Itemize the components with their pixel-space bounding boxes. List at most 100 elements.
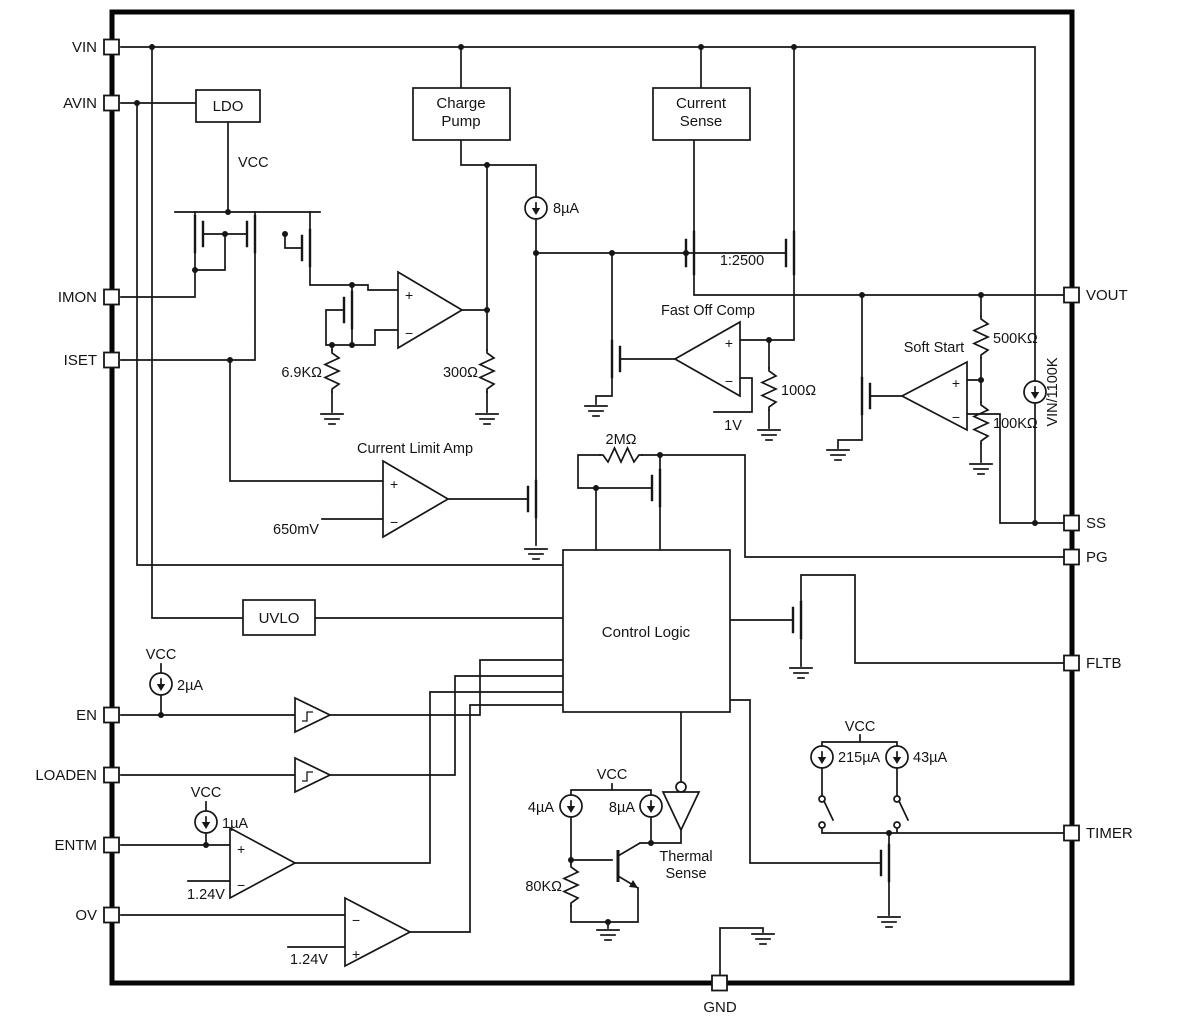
pins-right: VOUT SS PG FLTB TIMER [1063,286,1133,842]
resistor-500k-label: 500KΩ [993,331,1038,347]
entm-current-label: 1µA [222,816,248,832]
pin-label-ov: OV [75,907,97,924]
control-logic-block: Control Logic [562,549,731,713]
timer-current-b-label: 43µA [913,750,947,766]
chip-outline [109,9,1075,986]
current-source-en-2ua [149,672,173,696]
ilim-ref-label: 650mV [273,522,319,538]
soft-start-minus: − [952,409,960,425]
pin-avin [103,94,120,112]
soft-start-label: Soft Start [904,340,964,356]
value-labels: VCC 8µA 1:2500 6.9KΩ 300Ω 100Ω 2MΩ 500KΩ… [146,155,1061,968]
pin-label-iset: ISET [64,352,97,369]
ss-current-label: VIN/1100K [1045,357,1061,426]
pin-label-imon: IMON [58,289,97,306]
wires-gate-drive-pass-fets [321,46,1065,558]
resistor-300 [479,349,495,393]
current-limit-amp: + − [382,459,450,539]
pin-en [103,706,120,724]
current-source-timer-215ua [810,745,834,769]
ov-ref-label: 1.24V [290,952,328,968]
current-limit-plus: + [390,476,398,492]
wires-power [120,46,1036,619]
current-sense-block: Current Sense [652,87,751,141]
mosfet-symbols [193,214,891,883]
resistor-6p9k [324,349,340,393]
pins-left: VIN AVIN IMON ISET EN LOADEN ENTM OV [35,38,120,924]
resistor-2m-label: 2MΩ [606,432,637,448]
pin-timer [1063,824,1080,842]
pin-loaden [103,766,120,784]
pin-entm [103,836,120,854]
ov-comparator: − + [344,896,412,968]
junction-dots [134,44,1038,925]
resistor-6p9k-label: 6.9KΩ [281,365,322,381]
imon-amp-plus: + [405,287,413,303]
fast-off-comp: + − [673,320,741,398]
charge-pump-label-1: Charge [436,95,485,112]
wires-output-side [729,294,1065,667]
pin-vin [103,38,120,56]
thermal-current-b-label: 8µA [609,800,635,816]
entm-minus: − [237,877,245,893]
pin-label-loaden: LOADEN [35,767,97,784]
loaden-schmitt-trigger [294,756,332,794]
entm-ref-label: 1.24V [187,887,225,903]
pin-vout [1063,286,1080,304]
fast-off-ref-label: 1V [724,418,742,434]
pin-label-vin: VIN [72,39,97,56]
current-source-thermal-4ua [559,794,583,818]
fast-off-comp-label: Fast Off Comp [661,303,755,319]
pin-label-ss: SS [1086,515,1106,532]
current-sense-label-1: Current [676,95,727,112]
imon-amp-minus: − [405,325,413,341]
charge-pump-label-2: Pump [441,113,480,130]
pin-fltb [1063,654,1080,672]
pin-label-en: EN [76,707,97,724]
current-source-thermal-8ua [639,794,663,818]
ldo-label: LDO [213,98,244,115]
pin-label-entm: ENTM [55,837,98,854]
ldo-block: LDO [195,89,261,123]
timer-switch-43ua [893,795,910,829]
resistor-500k [973,315,989,359]
resistor-100-label: 100Ω [781,383,816,399]
pin-label-gnd: GND [703,999,737,1016]
gate-current-label: 8µA [553,201,579,217]
uvlo-label: UVLO [259,610,300,627]
timer-current-a-label: 215µA [838,750,881,766]
resistor-100k [973,401,989,445]
bjt-emitter-arrow [629,880,638,888]
resistor-300-label: 300Ω [443,365,478,381]
pin-iset [103,351,120,369]
wires-enable-comparators [120,659,564,948]
timer-switch-215ua [818,795,835,829]
imon-amp: + − [397,270,464,350]
amp-labels: Current Limit Amp Fast Off Comp Soft Sta… [357,303,964,882]
thermal-bjt [616,850,638,888]
pin-pg [1063,548,1080,566]
pin-ss [1063,514,1080,532]
soft-start-amp: + − [900,360,968,432]
soft-start-plus: + [952,375,960,391]
pin-label-avin: AVIN [63,95,97,112]
fast-off-plus: + [725,335,733,351]
thermal-current-a-label: 4µA [528,800,554,816]
control-logic-label: Control Logic [602,624,691,641]
fast-off-minus: − [725,373,733,389]
pin-ov [103,906,120,924]
resistor-100k-label: 100KΩ [993,416,1038,432]
pin-label-timer: TIMER [1086,825,1133,842]
vcc-label-ldo: VCC [238,155,269,171]
resistor-80k-label: 80KΩ [525,879,562,895]
thermal-inverter [661,781,701,832]
vcc-label-timer: VCC [845,719,876,735]
current-limit-amp-label: Current Limit Amp [357,441,473,457]
thermal-sense-label-1: Thermal [659,849,712,865]
current-source-timer-43ua [885,745,909,769]
pin-gnd [711,974,728,992]
pin-label-pg: PG [1086,549,1108,566]
resistor-100 [761,367,777,411]
